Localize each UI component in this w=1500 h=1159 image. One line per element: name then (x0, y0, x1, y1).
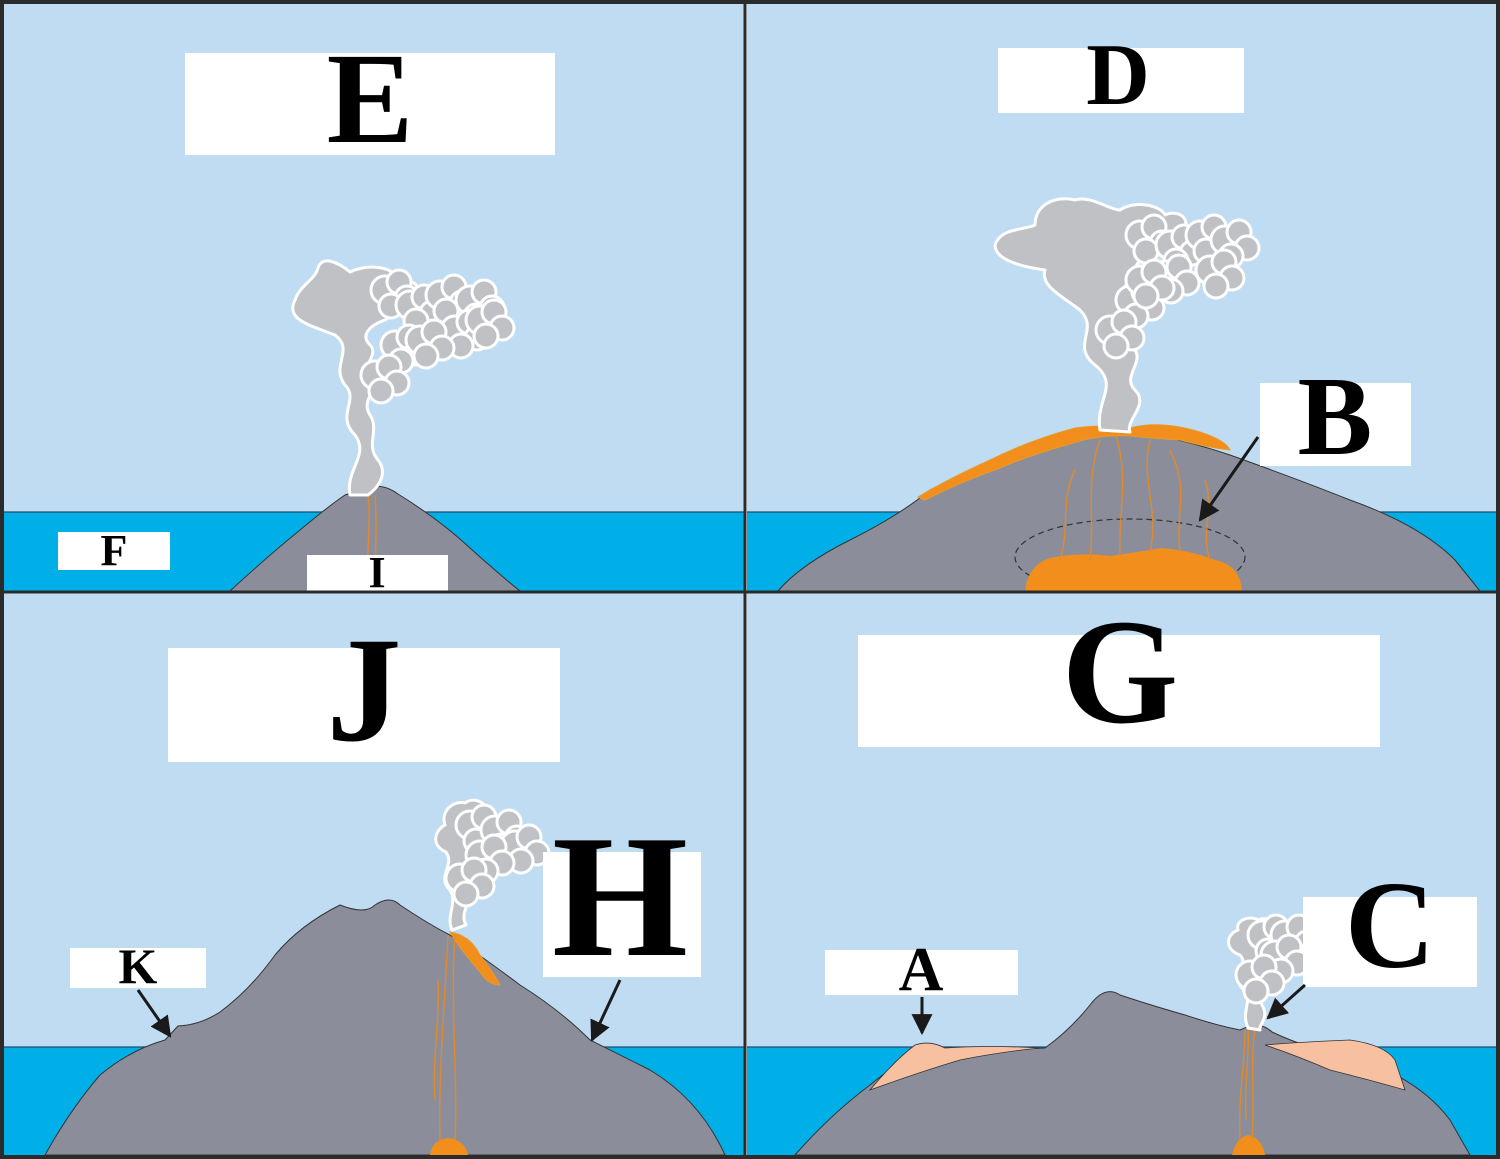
title-label-box (858, 635, 1380, 747)
lava-flow (449, 931, 501, 986)
sediment-right (1264, 1039, 1406, 1091)
magma-chamber-label-box (1260, 383, 1411, 466)
ash-plume (434, 798, 551, 932)
magma-chamber-label: B (1298, 355, 1373, 479)
panel-bottom-right: G A C (747, 589, 1496, 1156)
panel-title: D (1086, 27, 1150, 124)
title-label-box (185, 53, 555, 155)
ash-plume (291, 259, 516, 497)
shoreline-right-label-box (543, 852, 701, 977)
shoreline-right-label: H (552, 799, 688, 993)
ash-plume (993, 197, 1261, 434)
magma-pocket (1232, 1135, 1265, 1155)
volcano-island (44, 899, 726, 1156)
panel-bottom-left: J K H (4, 593, 745, 1156)
shoreline-left-label-box (70, 948, 206, 988)
ash-plume (1227, 913, 1321, 1032)
panel-top-right: D B (747, 4, 1496, 596)
magma-pocket (430, 1138, 468, 1155)
sea-label: F (101, 526, 128, 575)
lava-flow (916, 424, 1231, 501)
new-vent-label: C (1345, 857, 1435, 995)
panel-title: E (327, 27, 414, 171)
shoreline-left-pointer (136, 989, 172, 1038)
new-vent-pointer (1266, 983, 1306, 1020)
panel-title: J (327, 607, 402, 773)
flat-top-label: A (899, 936, 944, 1004)
panel-title: G (1062, 589, 1179, 755)
new-vent-label-box (1303, 897, 1477, 987)
vent-label: I (368, 548, 385, 597)
magma-chamber (1025, 548, 1242, 591)
magma-chamber-outline (1014, 518, 1246, 596)
sea-label-box (58, 532, 170, 570)
sediment-left (868, 1042, 1041, 1091)
title-label-box (998, 48, 1244, 113)
flat-top-label-box (825, 950, 1018, 995)
magma-chamber-pointer (1198, 436, 1260, 522)
shoreline-right-pointer (590, 979, 622, 1042)
shoreline-left-label: K (119, 938, 158, 994)
title-label-box (168, 648, 560, 762)
panel-top-left: E F I (4, 4, 745, 597)
vent-label-box (307, 555, 448, 593)
